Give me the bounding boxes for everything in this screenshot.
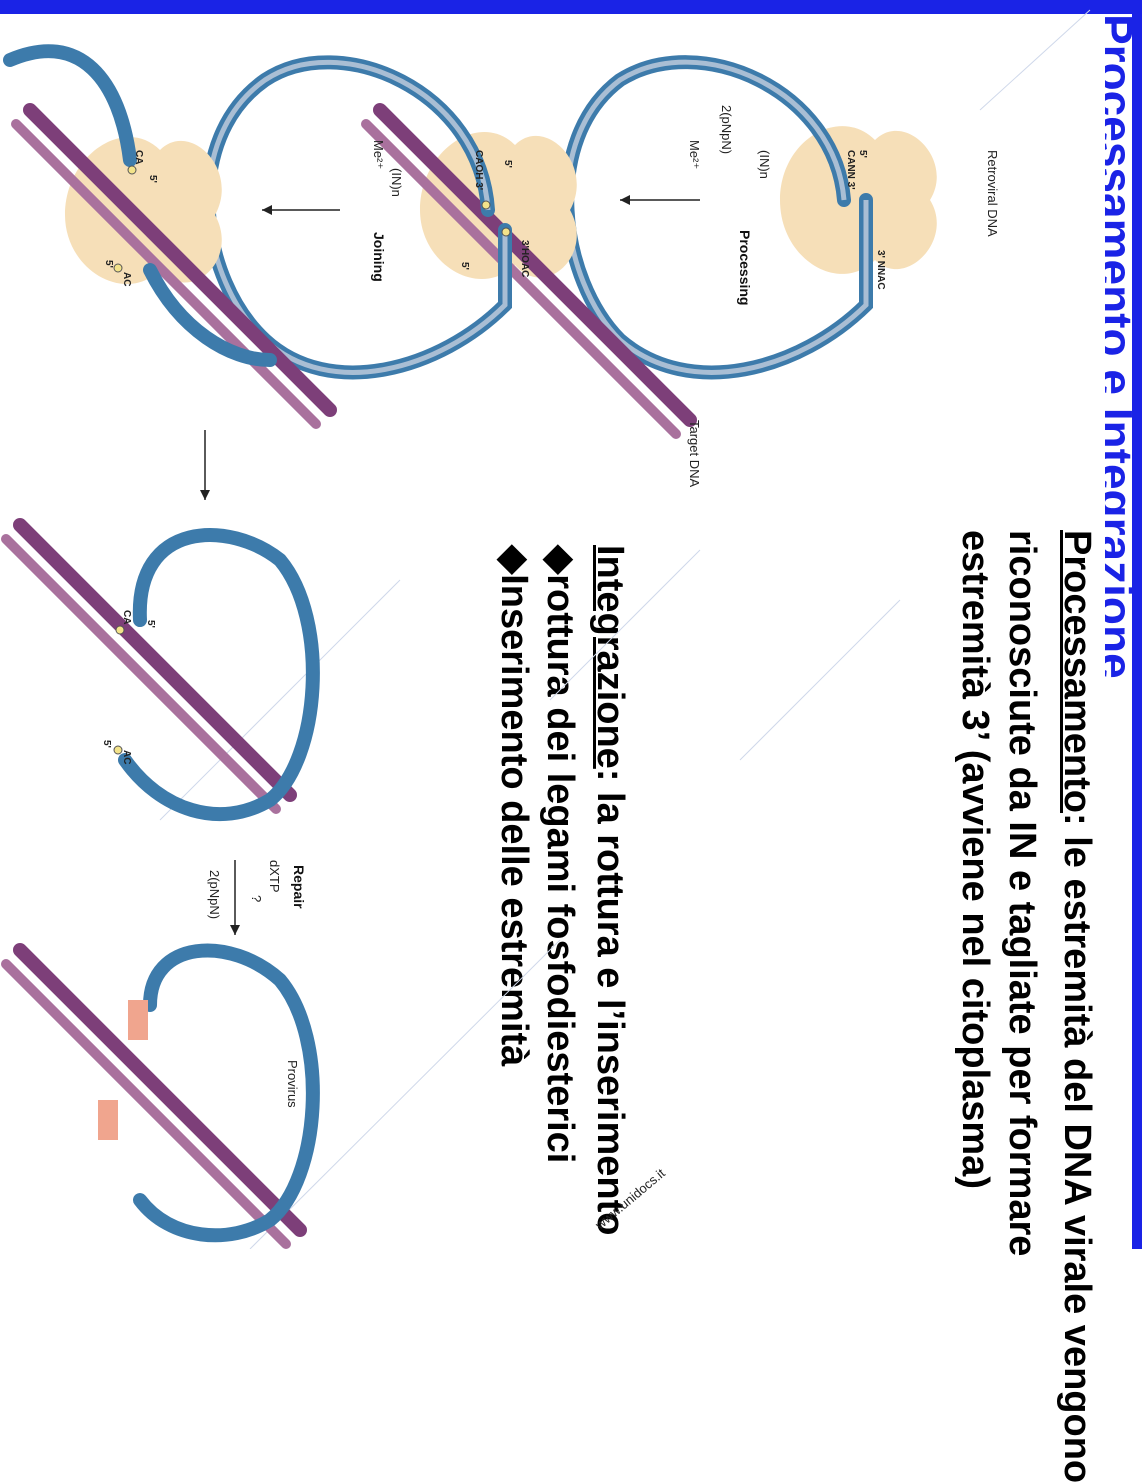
label-provirus: Provirus — [285, 1060, 300, 1108]
label-question: ? — [249, 895, 264, 902]
label-cann: CANN 3' — [845, 150, 856, 190]
label-ac-1: AC — [121, 272, 132, 286]
panel-provirus: Provirus — [1, 943, 320, 1249]
label-five-prime-7: 5' — [101, 740, 112, 748]
label-ca-1: CA — [133, 150, 144, 164]
watermark-lines — [159, 9, 1091, 1249]
label-me2-2: Me²⁺ — [371, 140, 386, 169]
label-repair: Repair — [291, 865, 307, 909]
label-me2-1: Me²⁺ — [687, 140, 702, 169]
label-joining: Joining — [371, 232, 387, 282]
label-five-prime-6: 5' — [145, 620, 156, 628]
top-frame-bar — [0, 0, 1142, 14]
label-pnpn-1: 2(pNpN) — [719, 105, 734, 154]
target-dna-strand — [373, 103, 697, 427]
label-retroviral-dna: Retroviral DNA — [985, 150, 1000, 237]
label-nnac: 3' NNAC — [875, 250, 886, 290]
integrase-blob-1 — [780, 126, 937, 274]
panel-joined: CA AC 5' 5' — [3, 44, 337, 429]
label-five-prime-1: 5' — [857, 150, 868, 158]
label-in-n-1: (IN)n — [757, 150, 772, 179]
panel-processed: CAOH 3' 3'HOAC 5' 5' Target DNA — [201, 55, 702, 488]
label-caoh: CAOH 3' — [473, 150, 484, 190]
retroviral-integration-diagram: CANN 3' 5' 3' NNAC Retroviral DNA (IN)n … — [1, 9, 1091, 1249]
label-dxtp: dXTP — [267, 860, 282, 893]
label-five-prime-4: 5' — [147, 175, 158, 183]
label-five-prime-3: 5' — [459, 262, 470, 270]
arrow-joining: (IN)n Me²⁺ Joining — [262, 140, 404, 282]
arrow-down — [200, 430, 210, 500]
watermark-text: www.unidocs.it — [592, 1165, 669, 1233]
label-in-n-2: (IN)n — [389, 168, 404, 197]
repair-patch-2 — [98, 1100, 118, 1140]
label-processing: Processing — [737, 230, 753, 305]
panel-retroviral-dna: CANN 3' 5' 3' NNAC Retroviral DNA — [560, 55, 1000, 380]
label-five-prime-2: 5' — [502, 160, 513, 168]
label-target-dna: Target DNA — [687, 420, 702, 488]
arrow-processing: (IN)n Processing 2(pNpN) Me²⁺ — [620, 105, 772, 305]
integrase-blob-2 — [420, 131, 577, 280]
label-pnpn-2: 2(pNpN) — [207, 870, 222, 919]
label-hoac: 3'HOAC — [519, 240, 530, 277]
arrow-repair: Repair dXTP ? 2(pNpN) — [207, 860, 307, 935]
label-ac-2: AC — [121, 750, 132, 764]
right-frame-bar — [1132, 0, 1142, 1249]
repair-patch-1 — [128, 1000, 148, 1040]
label-ca-2: CA — [121, 610, 132, 624]
panel-gapped-intermediate: CA AC 5' 5' — [1, 518, 320, 821]
integrase-blob-3 — [65, 136, 222, 285]
label-five-prime-5: 5' — [103, 260, 114, 268]
